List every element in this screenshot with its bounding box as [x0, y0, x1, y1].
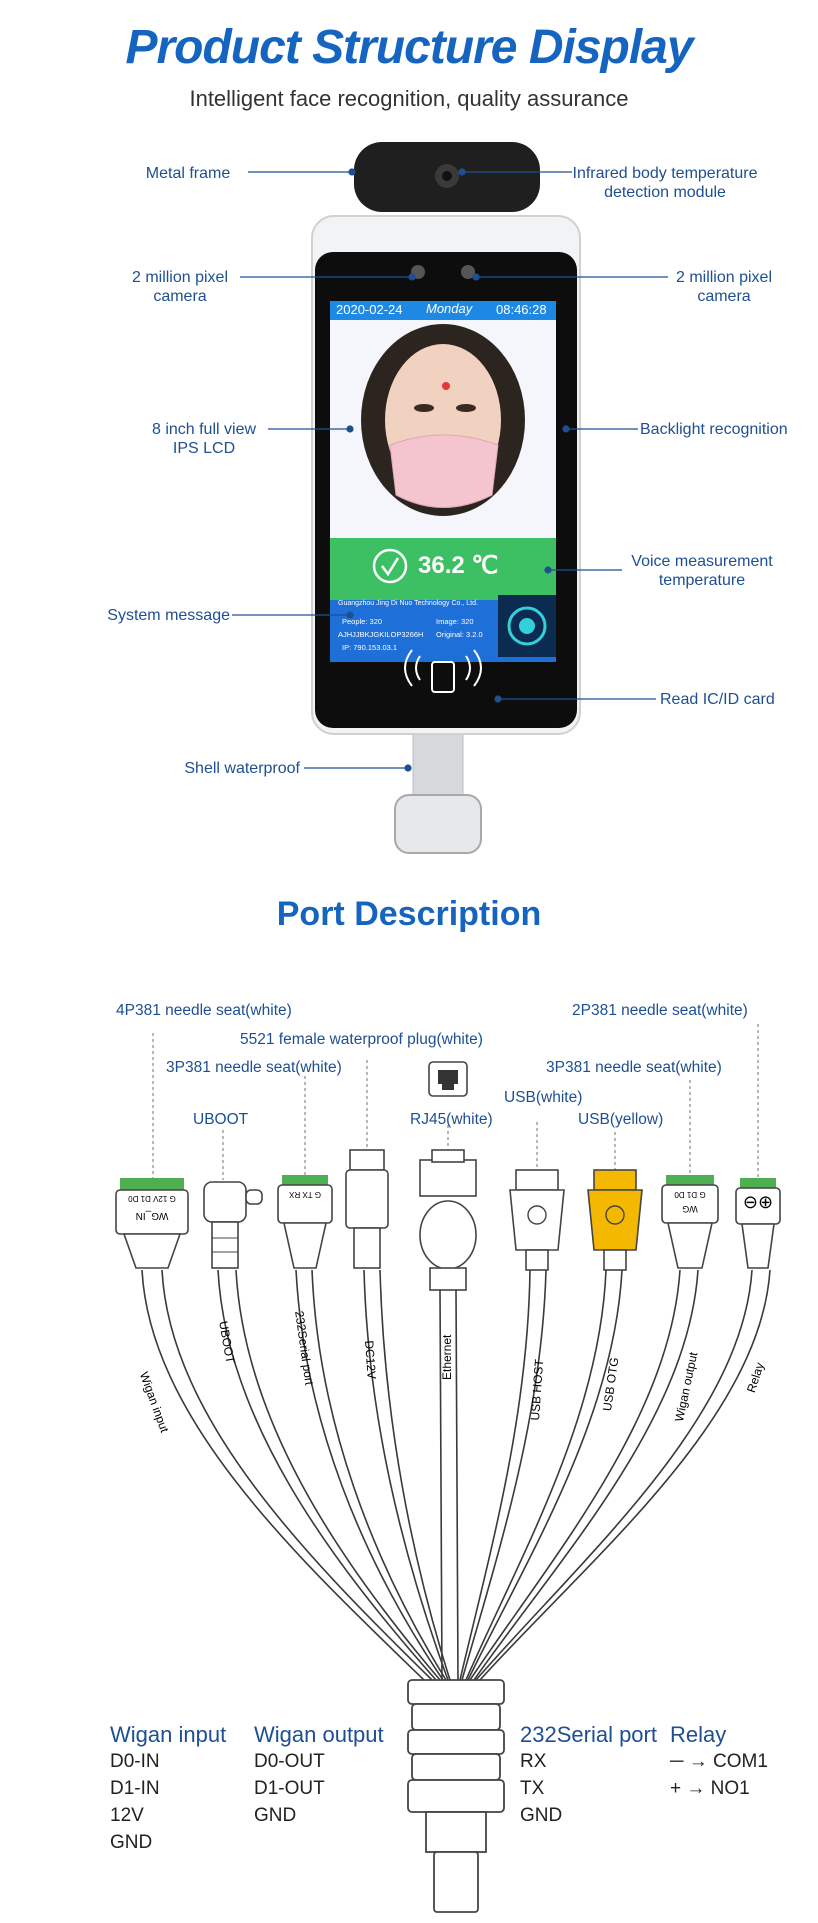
label-uboot: UBOOT	[193, 1111, 249, 1128]
page-title: Product Structure Display	[125, 21, 693, 74]
cable-label-dc12v: DC12V	[362, 1340, 379, 1380]
label-read-card: Read IC/ID card	[660, 691, 775, 708]
legend-wigan-input: Wigan input D0-IN D1-IN 12V GND	[110, 1722, 226, 1856]
screen-time: 08:46:28	[496, 302, 547, 317]
screen-people: People: 320	[342, 617, 383, 626]
nfc-icon	[404, 649, 482, 693]
label-metal-frame: Metal frame	[145, 165, 231, 182]
legend-item: TX	[520, 1778, 545, 1799]
label-4p381: 4P381 needle seat(white)	[116, 1002, 292, 1019]
label-rj45: RJ45(white)	[410, 1111, 493, 1128]
label-lcd: 8 inch full view IPS LCD	[151, 421, 257, 457]
legend-heading: Wigan output	[254, 1722, 384, 1747]
camera-right	[461, 265, 475, 279]
label-usb-white: USB(white)	[504, 1089, 583, 1106]
wg-out-tag: WG	[682, 1204, 698, 1214]
legend-item: + → NO1	[670, 1778, 750, 1799]
legend-item: GND	[520, 1805, 563, 1826]
screen-serial: AJHJJBKJGKILOP3266H	[338, 630, 424, 639]
legend-item: D1-OUT	[254, 1778, 325, 1799]
legend-item: 12V	[110, 1805, 144, 1826]
label-camera-left: 2 million pixel camera	[131, 269, 229, 305]
label-5521: 5521 female waterproof plug(white)	[240, 1031, 483, 1048]
legend-item: GND	[254, 1805, 297, 1826]
connector-relay	[735, 1178, 781, 1269]
connector-usb-white	[509, 1169, 565, 1271]
screen-original: Original: 3.2.0	[436, 630, 483, 639]
connector-usb-yellow	[587, 1169, 643, 1271]
connector-dc12v	[345, 1149, 389, 1269]
connector-rj45	[419, 1149, 477, 1291]
label-shell: Shell waterproof	[184, 760, 300, 777]
legend-wigan-output: Wigan output D0-OUT D1-OUT GND	[254, 1722, 384, 1829]
legend-item: D0-OUT	[254, 1751, 325, 1772]
screen-ip: IP: 790.153.03.1	[342, 643, 398, 652]
relay-pins: ⊖⊕	[742, 1192, 774, 1212]
legend-item: D0-IN	[110, 1751, 160, 1772]
rj45-jack-icon	[428, 1061, 468, 1097]
label-camera-right: 2 million pixel camera	[675, 269, 773, 305]
screen-top-bar	[330, 301, 556, 320]
label-2p381: 2P381 needle seat(white)	[572, 1002, 748, 1019]
legend-item: D1-IN	[110, 1778, 160, 1799]
check-icon	[372, 548, 408, 584]
rx-pins: G TX RX	[289, 1190, 321, 1199]
cable-bundle	[141, 1269, 771, 1681]
wg-out-pins: G D1 D0	[674, 1190, 706, 1199]
label-3p381-right: 3P381 needle seat(white)	[546, 1059, 722, 1076]
label-voice: Voice measurement temperature	[631, 553, 773, 589]
label-backlight: Backlight recognition	[640, 421, 788, 438]
legend-item: ─ → COM1	[670, 1751, 768, 1772]
label-3p381-left: 3P381 needle seat(white)	[166, 1059, 342, 1076]
temperature-target-dot	[442, 382, 450, 390]
label-system-message: System message	[107, 607, 230, 624]
legend-item: GND	[110, 1832, 153, 1853]
label-infrared: Infrared body temperature detection modu…	[572, 165, 758, 201]
screen-date: 2020-02-24	[336, 302, 403, 317]
section-title-port: Port Description	[276, 895, 542, 933]
page-subtitle: Intelligent face recognition, quality as…	[189, 86, 629, 111]
screen-company: Guangzhou Jing Di Nuo Technology Co., Lt…	[338, 600, 478, 607]
leader-lines	[232, 168, 668, 772]
screen-temperature: 36.2 ℃	[418, 552, 499, 579]
temperature-bar	[330, 538, 556, 600]
cable-label-ethernet: Ethernet	[440, 1334, 454, 1380]
port-arrows	[152, 1024, 759, 1180]
wg-in-tag: WG_IN	[135, 1210, 169, 1221]
recognition-icon	[507, 606, 547, 646]
connector-uboot	[203, 1181, 263, 1269]
legend-relay: Relay ─ → COM1 + → NO1	[670, 1722, 768, 1802]
legend-item: RX	[520, 1751, 547, 1772]
label-usb-yellow: USB(yellow)	[578, 1111, 664, 1128]
legend-232serial: 232Serial port RX TX GND	[520, 1722, 657, 1829]
screen-weekday: Monday	[426, 301, 473, 316]
connector-wg-in	[115, 1178, 189, 1269]
screen-image: Image: 320	[436, 617, 474, 626]
wg-in-pins: G 12V D1 D0	[128, 1194, 176, 1203]
legend-heading: Wigan input	[110, 1722, 227, 1747]
face-mask	[389, 434, 499, 508]
connector-wg-out	[661, 1175, 719, 1269]
connector-232	[277, 1175, 333, 1269]
stand-base	[394, 794, 482, 854]
bottom-connector	[407, 1679, 505, 1913]
legend-heading: 232Serial port	[520, 1722, 657, 1747]
legend-heading: Relay	[670, 1722, 727, 1747]
